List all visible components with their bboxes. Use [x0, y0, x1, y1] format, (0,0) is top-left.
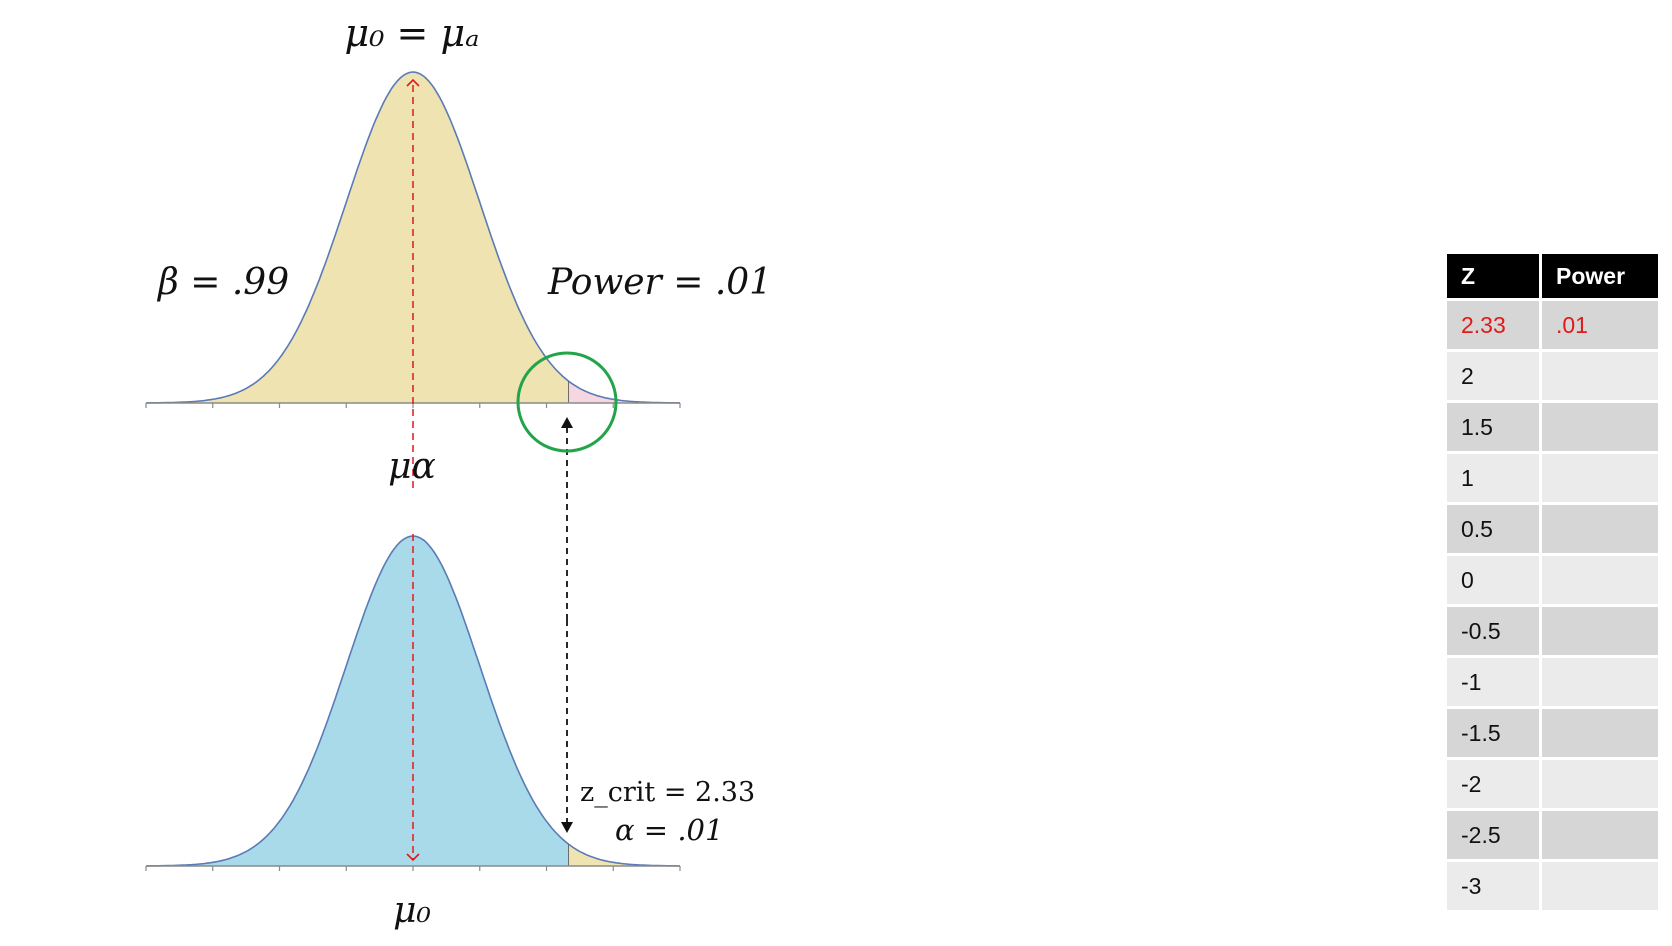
power-cell	[1542, 760, 1658, 808]
mu-alt-label: μα	[388, 446, 436, 487]
z-cell: 0.5	[1447, 505, 1539, 553]
mu-null-label: μ₀	[393, 890, 431, 931]
z-column-header: Z	[1447, 254, 1539, 298]
alpha-label: α = .01	[615, 813, 723, 847]
table-row: -0.5	[1447, 607, 1658, 655]
z-cell: 2	[1447, 352, 1539, 400]
table-row: 2	[1447, 352, 1658, 400]
z-cell: 1	[1447, 454, 1539, 502]
table-row: 1	[1447, 454, 1658, 502]
alternative-curve-outline	[146, 71, 680, 404]
power-cell	[1542, 454, 1658, 502]
table-row: -2	[1447, 760, 1658, 808]
power-cell	[1542, 352, 1658, 400]
z-cell: -1	[1447, 658, 1539, 706]
power-column-header: Power	[1542, 254, 1658, 298]
table-row: 0	[1447, 556, 1658, 604]
alternative-curve-body	[146, 72, 680, 403]
z-crit-label: z_crit = 2.33	[580, 777, 755, 808]
power-highlight-circle	[516, 351, 618, 453]
table-row: -1	[1447, 658, 1658, 706]
z-cell: -0.5	[1447, 607, 1539, 655]
power-cell	[1542, 811, 1658, 859]
z-cell: 0	[1447, 556, 1539, 604]
z-cell: -1.5	[1447, 709, 1539, 757]
z-cell: -3	[1447, 862, 1539, 910]
null-curve-body	[146, 536, 680, 866]
power-diagram: μ₀ = μₐ β = .99 Power = .01 μα μ₀ z_crit…	[145, 11, 772, 931]
power-cell	[1542, 607, 1658, 655]
table-row: -2.5	[1447, 811, 1658, 859]
z-cell: -2.5	[1447, 811, 1539, 859]
table-row: -3	[1447, 862, 1658, 910]
power-cell	[1542, 862, 1658, 910]
table-row: 0.5	[1447, 505, 1658, 553]
z-cell: 2.33	[1447, 301, 1539, 349]
alternative-axis-ticks	[145, 403, 681, 408]
power-tail-area	[568, 381, 680, 403]
z-cell: -2	[1447, 760, 1539, 808]
power-cell: .01	[1542, 301, 1658, 349]
power-cell	[1542, 658, 1658, 706]
table-header-row: Z Power	[1447, 254, 1658, 298]
beta-label: β = .99	[156, 262, 289, 303]
alpha-tail-area	[568, 844, 680, 866]
power-cell	[1542, 505, 1658, 553]
top-title-label: μ₀ = μₐ	[345, 11, 480, 55]
power-cell	[1542, 556, 1658, 604]
power-label: Power = .01	[547, 262, 772, 303]
power-cell	[1542, 709, 1658, 757]
table-row: 1.5	[1447, 403, 1658, 451]
power-cell	[1542, 403, 1658, 451]
z-cell: 1.5	[1447, 403, 1539, 451]
table-row: 2.33.01	[1447, 301, 1658, 349]
table-row: -1.5	[1447, 709, 1658, 757]
null-axis-ticks	[145, 866, 681, 871]
